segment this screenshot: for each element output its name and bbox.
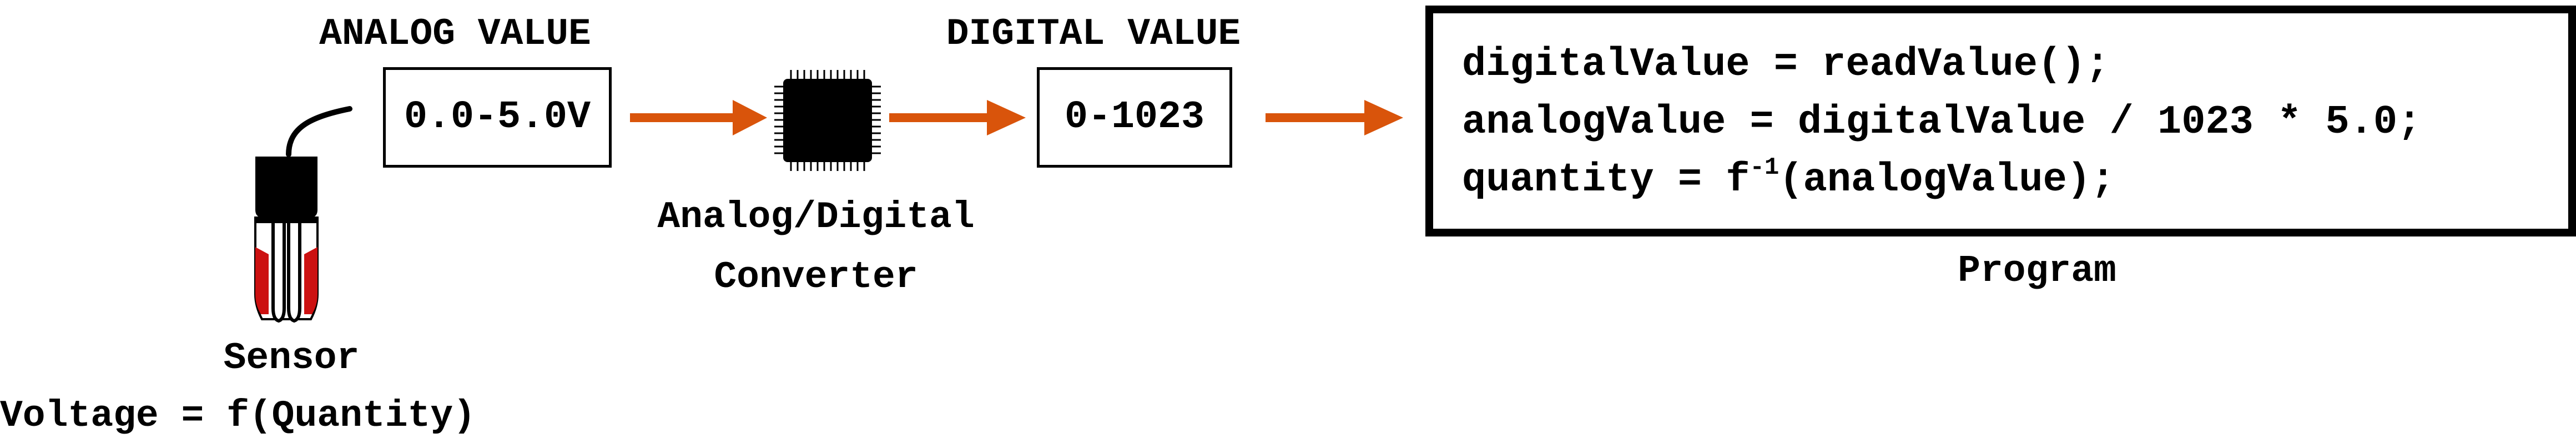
program-caption: Program: [1958, 250, 2116, 293]
analog-value-box: 0.0-5.0V: [383, 67, 612, 168]
sensor-probe-prong-right: [287, 218, 301, 323]
adc-chip-pins: [774, 70, 881, 171]
arrow-digital-to-program: [1266, 100, 1403, 135]
sensor-probe-band: [255, 218, 317, 223]
adc-label: Analog/Digital Converter: [627, 188, 1005, 308]
analog-value-range: 0.0-5.0V: [404, 95, 591, 139]
digital-value-range: 0-1023: [1064, 95, 1205, 139]
sensor-probe-head: [255, 183, 317, 218]
program-line-2: analogValue = digitalValue / 1023 * 5.0;: [1462, 99, 2422, 145]
arrow-adc-to-digital: [889, 100, 1026, 135]
digital-value-box: 0-1023: [1037, 67, 1232, 168]
program-line-3-superscript: -1: [1750, 154, 1779, 182]
program-box: digitalValue = readValue(); analogValue …: [1425, 6, 2576, 236]
program-line-1: digitalValue = readValue();: [1462, 42, 2110, 87]
sensor-probe-fin-right: [304, 247, 317, 314]
arrow-analog-to-adc: [630, 100, 767, 135]
program-line-3-prefix: quantity = f: [1462, 157, 1750, 203]
sensor-cable: [286, 106, 352, 157]
adc-label-line1: Analog/Digital: [657, 196, 975, 239]
program-line-3-suffix: (analogValue);: [1779, 157, 2115, 203]
adc-label-line2: Converter: [714, 256, 918, 299]
sensor-probe-body: [254, 217, 319, 320]
sensor-probe-prong-left: [271, 218, 286, 323]
digital-value-heading: DIGITAL VALUE: [946, 13, 1241, 56]
analog-value-heading: ANALOG VALUE: [319, 13, 591, 56]
sensor-probe-fin-left: [255, 247, 269, 314]
sensor-formula: Voltage = f(Quantity): [0, 395, 476, 437]
adc-chip-body: [783, 79, 872, 162]
program-line-3: quantity = f-1(analogValue);: [1462, 151, 2568, 209]
sensor-label: Sensor: [223, 337, 360, 380]
